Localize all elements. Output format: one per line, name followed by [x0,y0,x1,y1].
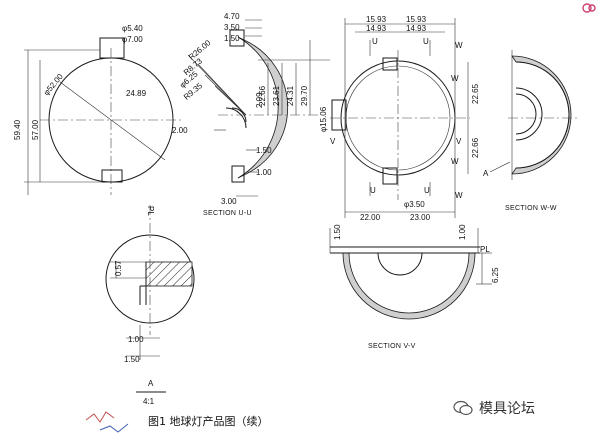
section-uu-view: 4.70 3.50 1.50 R26.00 R8.73 φ6.25 R9.35 … [172,12,330,217]
dim-top-7: 23.00 [410,213,431,222]
section-vv-label: SECTION V-V [368,343,416,350]
marker-top-6: U [370,186,376,195]
dim-uu-3: R26.00 [187,38,213,62]
dim-uu-13: 24.31 [286,85,295,106]
detail-a-label: A [148,379,154,388]
dim-front-2: φ52.00 [42,72,65,98]
dim-top-0: 15.93 [366,15,387,24]
marker-vv-pl: PL [480,245,490,254]
dim-uu-1: 3.50 [224,23,240,32]
dim-top-8: 22.65 [471,83,480,104]
dim-uu-9: 1.00 [256,168,272,177]
watermark-text: 模具论坛 [479,401,535,417]
dim-detail-0: 0.57 [114,260,123,276]
dim-top-3: 14.93 [406,24,427,33]
dim-top-1: 15.93 [406,15,427,24]
dim-uu-0: 4.70 [224,12,240,21]
decorative-scribble [85,411,129,433]
dim-front-4: 59.40 [13,119,22,140]
section-ww-label: SECTION W-W [505,205,557,212]
dim-uu-10: 3.00 [221,197,237,206]
marker-ww-a: A [483,169,489,178]
dim-detail-2: 1.50 [124,355,140,364]
dim-top-9: 22.66 [471,137,480,158]
section-ww-view: A SECTION W-W [483,50,580,212]
dim-top-5: φ3.50 [404,200,425,209]
section-vv-view: 1.50 1.00 6.25 PL SECTION V-V [329,224,500,350]
marker-top-3: W [455,191,463,200]
figure-caption: 图1 地球灯产品图（续） [148,415,269,428]
dim-uu-15: 2.09 [255,92,264,108]
dim-uu-2: 1.50 [224,34,240,43]
marker-top-8: W [451,74,459,83]
dim-front-3: 24.89 [126,89,147,98]
watermark: 模具论坛 [453,398,535,418]
marker-detail-pl: PL [146,206,155,216]
dim-uu-7: 2.00 [172,126,188,135]
dim-top-2: 14.93 [366,24,387,33]
marker-top-7: U [424,186,430,195]
detail-a-scale: 4:1 [143,397,155,406]
top-view: 15.93 15.93 14.93 14.93 φ15.06 φ3.50 22.… [319,15,480,222]
chat-icon [453,400,473,416]
front-view: φ5.40 φ7.00 φ52.00 24.89 59.40 57.00 [13,24,182,195]
dim-uu-12: 23.61 [272,85,281,106]
logo-icon [582,3,596,13]
dim-top-6: 22.00 [360,213,381,222]
dim-top-4: φ15.06 [319,106,328,132]
marker-top-0: U [372,37,378,46]
detail-a-view: PL 0.57 1.00 1.50 A 4:1 [105,205,195,406]
dim-vv-1: 1.00 [458,224,467,240]
dim-front-5: 57.00 [31,119,40,140]
dim-uu-14: 29.70 [300,85,309,106]
dim-front-1: φ7.00 [122,35,143,44]
section-uu-label: SECTION U-U [203,210,252,217]
dim-front-0: φ5.40 [122,24,143,33]
marker-top-9: W [451,157,459,166]
marker-top-5: V [456,137,462,146]
dim-vv-2: 6.25 [491,267,500,283]
marker-top-1: U [423,37,429,46]
marker-top-4: V [330,137,336,146]
dim-detail-1: 1.00 [128,335,144,344]
dim-vv-0: 1.50 [333,224,342,240]
dim-uu-11: 22.66 [258,85,267,106]
marker-top-2: W [455,41,463,50]
dim-uu-8: 1.50 [256,146,272,155]
